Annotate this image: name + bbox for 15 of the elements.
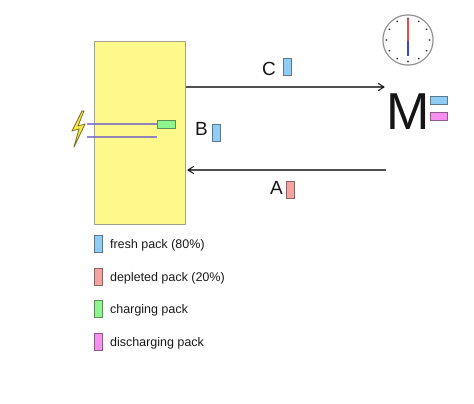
legend-label: discharging pack (110, 336, 204, 348)
pack-icon (157, 120, 176, 129)
arrow (187, 166, 386, 174)
legend-label: fresh pack (80%) (110, 238, 204, 250)
lightning-icon (70, 110, 87, 148)
node-label: M (386, 86, 430, 138)
arrow (186, 82, 385, 92)
legend-label: depleted pack (20%) (110, 270, 225, 283)
edge-label: A (270, 179, 283, 198)
legend-label: charging pack (110, 303, 188, 316)
edge-label: C (262, 60, 276, 79)
point-label: B (195, 120, 208, 139)
cable-line (87, 123, 157, 125)
cable-line (87, 136, 157, 138)
container-box (94, 41, 186, 225)
